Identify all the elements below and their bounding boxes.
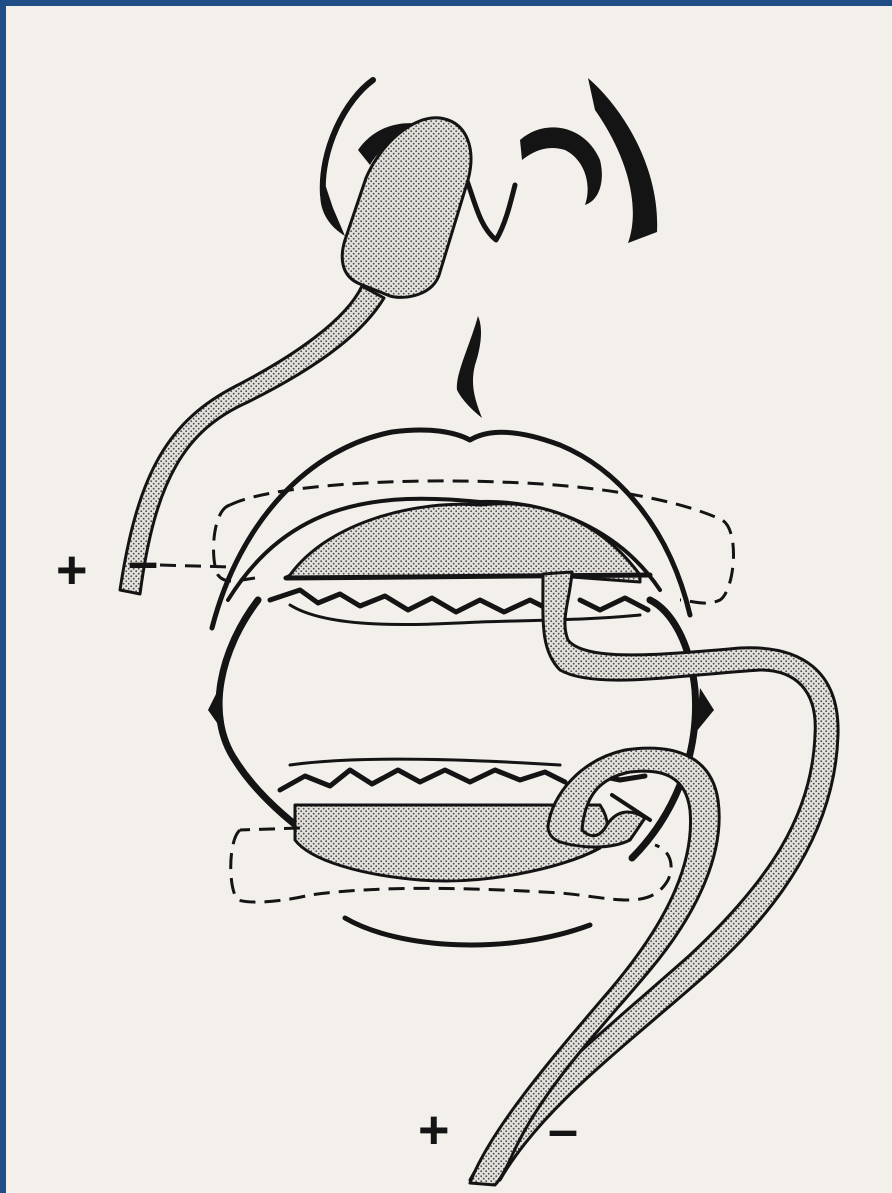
right-nostril — [520, 127, 602, 205]
left-minus-label: – — [128, 532, 158, 592]
left-nostril-edge — [320, 178, 345, 236]
bottom-plus-label: + — [418, 1100, 450, 1160]
nasal-electrode-pad — [342, 118, 471, 298]
upper-gum — [285, 504, 640, 582]
figure-panel: + – + – — [6, 6, 892, 1193]
philtrum — [457, 316, 482, 418]
electrode-diagram: + – + – — [6, 6, 892, 1193]
upper-electrode-wire — [470, 572, 838, 1180]
upper-teeth — [270, 575, 650, 612]
bottom-minus-label: – — [548, 1100, 578, 1160]
left-plus-label: + — [56, 540, 88, 600]
